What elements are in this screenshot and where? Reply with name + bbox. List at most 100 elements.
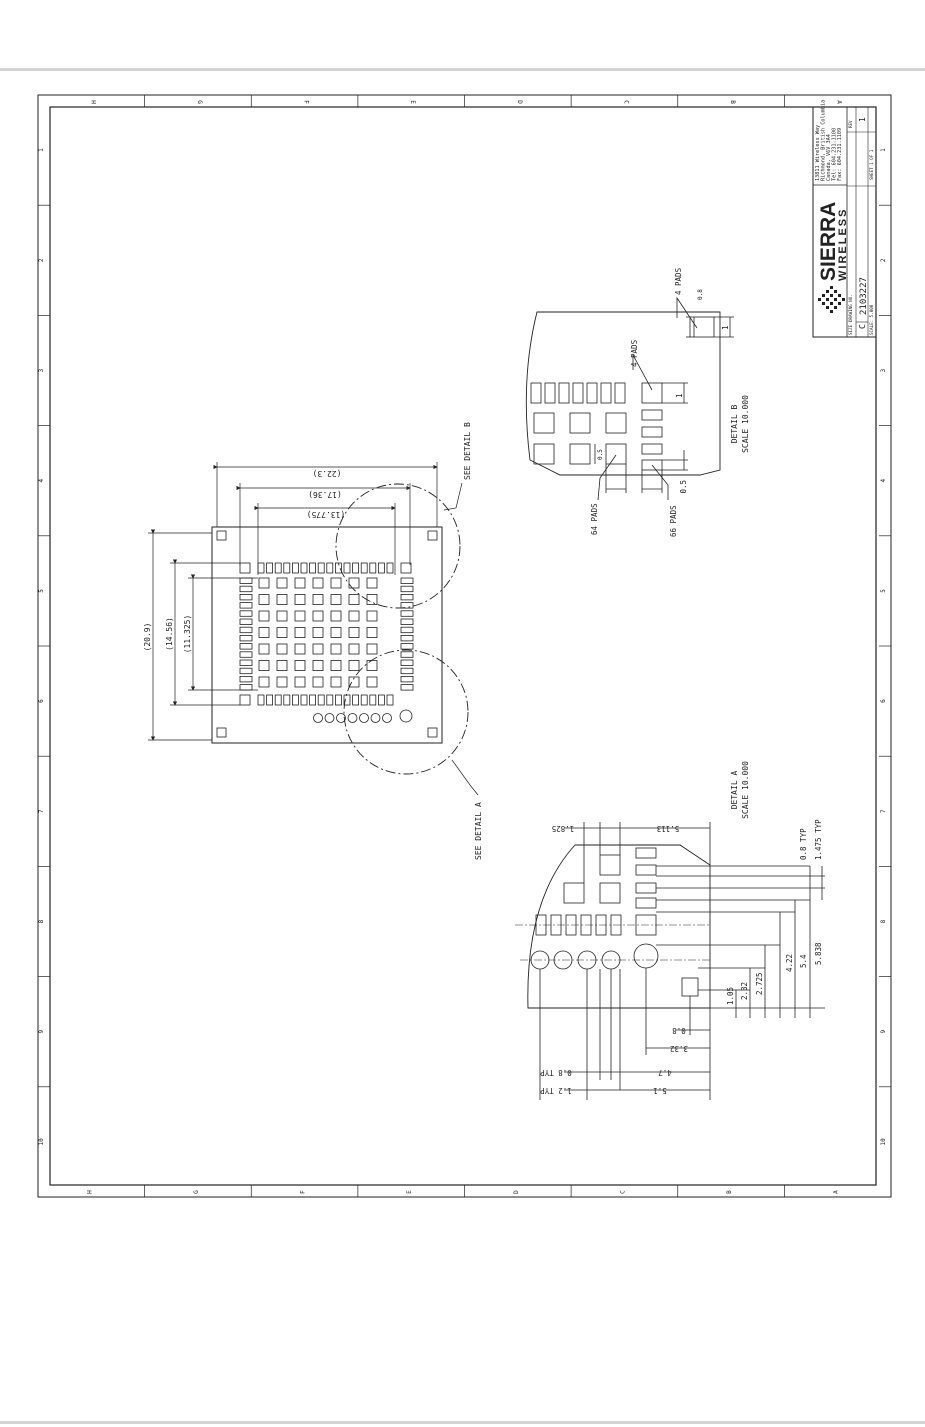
footprint-pad bbox=[258, 594, 270, 605]
footprint-pad bbox=[239, 626, 253, 634]
company-name-line2: WIRELESS bbox=[837, 208, 849, 281]
footprint-pad bbox=[369, 694, 377, 706]
footprint-pad bbox=[312, 643, 324, 655]
zone-letter-label: E bbox=[409, 100, 416, 104]
footprint-pad bbox=[400, 651, 414, 658]
footprint-pad bbox=[348, 660, 360, 671]
footprint-pad bbox=[334, 694, 342, 706]
dim-1-2-typ: 1.2 TYP bbox=[540, 1086, 572, 1095]
dim-1-05: 1.05 bbox=[726, 987, 735, 1005]
detail-a-circle bbox=[343, 649, 469, 775]
footprint-pad bbox=[291, 562, 299, 574]
footprint-pad bbox=[291, 694, 299, 706]
zone-number-label: 7 bbox=[38, 809, 45, 813]
footprint-pad bbox=[300, 694, 308, 706]
size-value: C bbox=[858, 324, 867, 329]
footprint-pad bbox=[400, 585, 414, 593]
drawing-no-label: DRAWING NO. bbox=[848, 294, 853, 322]
footprint-pad bbox=[312, 577, 324, 589]
zone-number-label: 4 bbox=[880, 479, 887, 483]
footprint-pad bbox=[312, 676, 324, 688]
footprint-pad bbox=[330, 660, 342, 671]
footprint-pad bbox=[317, 562, 325, 574]
footprint-pad bbox=[400, 659, 414, 666]
footprint-pad bbox=[312, 594, 324, 605]
footprint-pad bbox=[366, 577, 378, 589]
dim-4-7: 4.7 bbox=[658, 1068, 672, 1077]
main-pad-grid bbox=[216, 530, 438, 738]
zone-number-label: 10 bbox=[38, 1138, 45, 1146]
footprint-pad bbox=[400, 562, 412, 574]
footprint-pad bbox=[347, 713, 358, 723]
footprint-pad bbox=[400, 667, 414, 675]
footprint-pad bbox=[276, 660, 288, 671]
scale-label: SCALE: 5.000 bbox=[869, 304, 874, 335]
footprint-pad bbox=[313, 713, 323, 723]
rev-value: 1 bbox=[858, 117, 867, 122]
footprint-pad bbox=[257, 562, 265, 574]
footprint-pad bbox=[400, 618, 414, 625]
footprint-pad bbox=[258, 577, 270, 589]
zone-letter-label: D bbox=[516, 100, 523, 104]
dim-0-8-typ-bottom: 0.8 TYP bbox=[540, 1068, 572, 1077]
footprint-pad bbox=[386, 694, 394, 706]
footprint-pad bbox=[258, 610, 270, 622]
footprint-pad bbox=[348, 676, 360, 688]
footprint-pad bbox=[276, 577, 288, 589]
footprint-pad bbox=[352, 562, 360, 574]
footprint-pad bbox=[294, 643, 306, 655]
footprint-pad bbox=[309, 562, 317, 574]
svg-text:13811 Wireless Way: 13811 Wireless Way bbox=[815, 125, 821, 181]
zone-letter-label: B bbox=[729, 100, 736, 104]
drawing-number: 2103227 bbox=[859, 277, 869, 315]
footprint-pad bbox=[239, 577, 253, 584]
footprint-pad bbox=[348, 577, 360, 589]
footprint-pad bbox=[399, 709, 413, 723]
zone-number-label: 9 bbox=[38, 1030, 45, 1034]
zone-letter-label: C bbox=[619, 1190, 626, 1194]
zone-number-label: 5 bbox=[880, 589, 887, 593]
label-4-pads-top: 4 PADS bbox=[674, 267, 683, 295]
footprint-pad bbox=[312, 660, 324, 671]
footprint-pad bbox=[294, 676, 306, 688]
footprint-pad bbox=[276, 627, 288, 638]
footprint-pad bbox=[283, 562, 291, 574]
dim-width-mid: (17.36) bbox=[308, 490, 342, 499]
footprint-pad bbox=[400, 602, 414, 609]
footprint-pad bbox=[343, 562, 351, 574]
dim-1-825: 1.825 bbox=[552, 824, 575, 833]
footprint-pad bbox=[239, 618, 253, 625]
footprint-pad bbox=[239, 684, 253, 691]
footprint-pad bbox=[266, 562, 274, 574]
footprint-pad bbox=[294, 577, 306, 589]
footprint-pad bbox=[300, 562, 308, 574]
detail-a-view: 0.8 TYP 1.475 TYP 5.838 5.4 4.22 2.725 2… bbox=[515, 761, 825, 1100]
footprint-pad bbox=[348, 627, 360, 638]
footprint-pad bbox=[312, 610, 324, 622]
zone-number-label: 10 bbox=[880, 1138, 887, 1146]
footprint-pad bbox=[330, 676, 342, 688]
zone-letter-label: D bbox=[513, 1190, 520, 1194]
dim-0-8-typ-right: 0.8 TYP bbox=[799, 828, 808, 860]
zone-letter-label: H bbox=[89, 100, 96, 104]
footprint-pad bbox=[216, 727, 227, 738]
footprint-pad bbox=[330, 610, 342, 622]
footprint-pad bbox=[276, 594, 288, 605]
footprint-pad bbox=[330, 627, 342, 638]
detail-b-view: 4 PADS 4 PADS 64 PADS 66 PADS 0.5 1 0.8 … bbox=[525, 267, 750, 537]
footprint-pad bbox=[294, 594, 306, 605]
zone-letter-label: E bbox=[406, 1190, 413, 1194]
footprint-pad bbox=[369, 562, 377, 574]
footprint-pad bbox=[377, 562, 385, 574]
footprint-pad bbox=[258, 643, 270, 655]
detail-b-title: DETAIL B bbox=[730, 405, 739, 444]
footprint-pad bbox=[352, 694, 360, 706]
callout-see-detail-b: SEE DETAIL B bbox=[463, 422, 472, 480]
footprint-pad bbox=[258, 627, 270, 638]
dim-pitch-side: 0.5 bbox=[597, 449, 604, 460]
footprint-pad bbox=[366, 627, 378, 638]
footprint-pad bbox=[257, 694, 265, 706]
footprint-pad bbox=[317, 694, 325, 706]
dim-width-overall: (22.3) bbox=[313, 469, 342, 478]
